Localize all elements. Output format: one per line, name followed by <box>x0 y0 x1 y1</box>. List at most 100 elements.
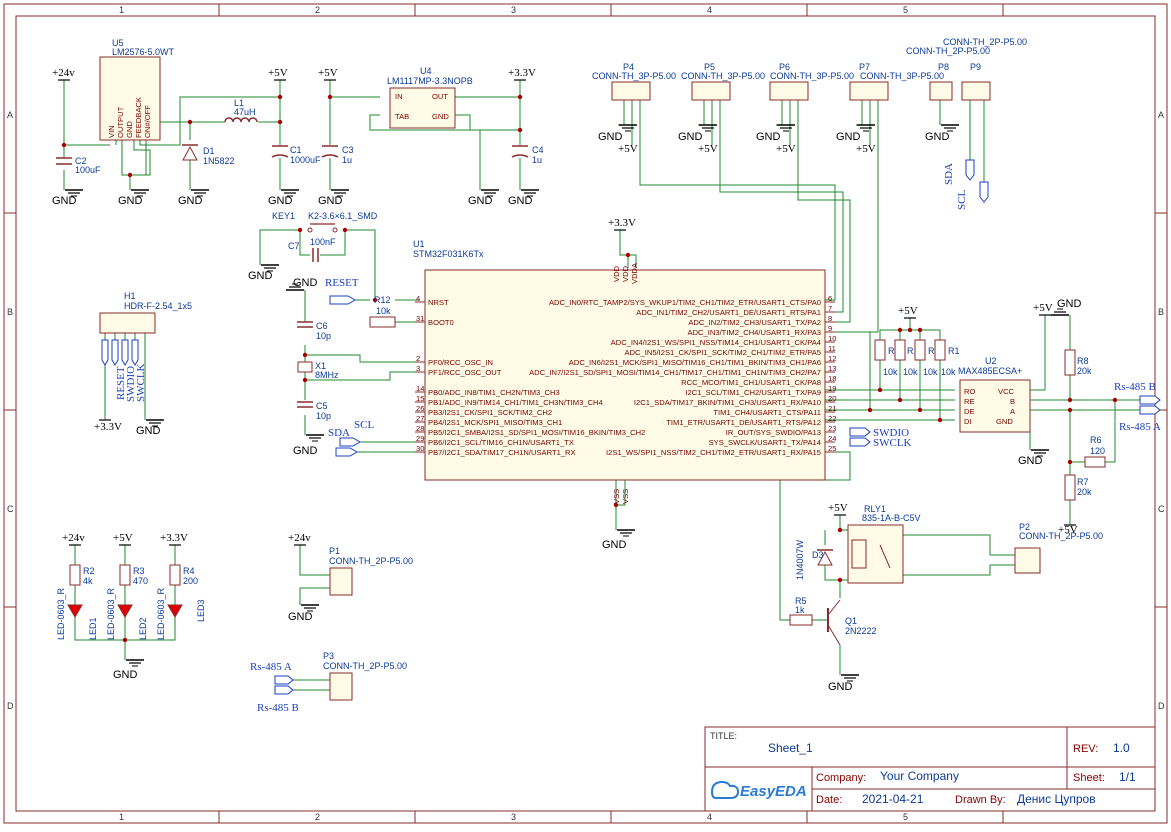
net-scl: SCL <box>354 419 374 431</box>
frame-col-3-bottom: 3 <box>511 812 516 822</box>
mcu-right-pin-label: ADC_IN4/I2S1_WS/SPI1_NSS/TIM14_CH1/USART… <box>611 338 821 347</box>
mcu-left-pin-number: 4 <box>416 294 420 303</box>
u1-mcu[interactable]: U1 STM32F031K6Tx NRST4BOOT031PF0/RCC_OSC… <box>413 239 836 504</box>
r9-resistor[interactable]: R9 10k <box>914 339 940 377</box>
d1-diode[interactable]: D1 1N5822 <box>182 144 235 166</box>
gnd-label: GND <box>468 195 493 207</box>
c7-capacitor[interactable]: C7 100nF <box>288 237 336 262</box>
u1-value: STM32F031K6Tx <box>413 249 484 259</box>
c5-capacitor[interactable]: C5 10p <box>297 401 331 421</box>
d3-diode[interactable]: D3 1N4007W <box>795 539 833 580</box>
c7-value: 100nF <box>310 237 336 247</box>
r4-resistor[interactable]: R4 200 <box>169 564 198 586</box>
r1-value: 10k <box>941 367 956 377</box>
p1-connector[interactable]: P1 CONN-TH_2P-P5.00 <box>329 546 413 596</box>
p2-connector[interactable]: P2 CONN-TH_2P-P5.00 <box>1014 522 1103 574</box>
u5-pin-vin: VIN <box>107 125 116 138</box>
l1-inductor[interactable]: L1 47uH <box>224 98 258 123</box>
power-5v-label: +5V <box>828 502 848 514</box>
mcu-right-pin-label: ADC_IN6/I2S1_MCK/SPI1_MISO/TIM16_CH1/TIM… <box>569 358 821 367</box>
p7-value: CONN-TH_3P-P5.00 <box>860 71 944 81</box>
rly1-relay[interactable]: RLY1 835-1A-B-C5V <box>847 504 921 584</box>
frame-col-5-bottom: 5 <box>903 812 908 822</box>
mcu-right-pin-label: I2C1_SDA/TIM17_BKIN/TIM1_CH3/USART1_RX/P… <box>634 398 821 407</box>
r4-ref: R4 <box>183 566 195 576</box>
r2-resistor[interactable]: R2 4k <box>69 564 95 586</box>
c6-capacitor[interactable]: C6 10p <box>297 321 331 341</box>
frame-col-4: 4 <box>707 5 712 15</box>
r12-resistor[interactable]: R12 10k <box>369 295 396 328</box>
c3-ref: C3 <box>342 145 354 155</box>
mcu-right-pin-label: IR_OUT/SYS_SWDIO/PA13 <box>726 428 821 437</box>
sheet-frame: 1 2 3 4 5 1 2 3 4 5 A B C D A B C D <box>3 3 1168 824</box>
led3[interactable]: LED3 LED-0603_R <box>156 587 206 640</box>
p6-value: CONN-TH_3P-P5.00 <box>770 71 854 81</box>
p6-connector[interactable]: P6 CONN-TH_3P-P5.00 <box>769 62 854 101</box>
key1-switch[interactable]: KEY1 K2-3.6×6.1_SMD <box>272 211 378 233</box>
p9-connector[interactable]: P9 <box>961 62 991 101</box>
u4-pin-tab: TAB <box>395 112 409 121</box>
power-5v-label: +5V <box>776 143 796 155</box>
date-label: Date: <box>816 794 842 806</box>
rly1-value: 835-1A-B-C5V <box>862 513 921 523</box>
led1[interactable]: LED1 LED-0603_R <box>56 587 98 640</box>
easyeda-logo: EasyEDA <box>710 780 807 800</box>
x1-crystal[interactable]: X1 8MHz <box>297 361 339 380</box>
mcu-right-pin-number: 24 <box>828 434 836 443</box>
c1-capacitor[interactable]: C1 1000uF <box>271 145 321 165</box>
r1-resistor[interactable]: R1 10k <box>934 339 960 377</box>
p8-connector[interactable]: P8 CONN-TH_2P-P5.00 CONN-TH_2P-P5.00 <box>906 37 1027 101</box>
gnd-label: GND <box>925 131 950 143</box>
p6-ref: P6 <box>779 62 790 72</box>
c3-capacitor[interactable]: C3 1u <box>321 145 354 165</box>
net-scl: SCL <box>956 190 968 210</box>
r5-resistor[interactable]: R5 1k <box>789 596 813 626</box>
r7-resistor[interactable]: R7 20k <box>1064 474 1092 501</box>
net-rs485-b: Rs-485 B <box>1114 381 1156 393</box>
power-5v-label: +5V <box>1033 302 1053 314</box>
p5-connector[interactable]: P5 CONN-TH_3P-P5.00 <box>681 62 765 101</box>
led2[interactable]: LED2 LED-0603_R <box>106 587 148 640</box>
mcu-left-pin-label: NRST <box>428 298 449 307</box>
gnd-label: GND <box>508 195 533 207</box>
gnd-label: GND <box>602 539 627 551</box>
r8-resistor[interactable]: R8 20k <box>1064 349 1092 376</box>
h1-header[interactable]: H1 HDR-F-2.54_1x5 <box>99 291 192 334</box>
p7-connector[interactable]: P7 CONN-TH_3P-P5.00 <box>849 62 944 101</box>
power-5v-label: +5V <box>618 143 638 155</box>
mcu-left-pin-label: PB7/I2C1_SDA/TIM17_CH1N/USART1_RX <box>428 448 576 457</box>
q1-value: 2N2222 <box>845 626 877 636</box>
d1-ref: D1 <box>203 146 215 156</box>
led2-value: LED-0603_R <box>156 587 166 640</box>
u5-regulator[interactable]: U5 LM2576-5.0WT VIN OUTPUT GND FEEDBACK … <box>99 38 175 141</box>
d3-value: 1N4007W <box>795 539 805 580</box>
mcu-right-pin-number: 20 <box>828 394 836 403</box>
c4-capacitor[interactable]: C4 1u <box>511 145 544 165</box>
frame-row-d-right: D <box>1158 701 1165 711</box>
mcu-right-pin-number: 8 <box>828 314 832 323</box>
r3-ref: R3 <box>133 566 145 576</box>
r3-value: 470 <box>133 576 148 586</box>
mcu-pin-vss: VSS <box>621 489 630 504</box>
l1-value: 47uH <box>234 107 256 117</box>
frame-row-b-right: B <box>1158 307 1164 317</box>
c1-value: 1000uF <box>290 155 321 165</box>
sheet-title: Sheet_1 <box>768 741 813 755</box>
u4-ldo[interactable]: U4 LM1117MP-3.3NOPB IN OUT TAB GND <box>387 66 473 129</box>
u2-max485[interactable]: U2 MAX485ECSA+ RO RE DE DI VCC B A GND <box>958 356 1031 433</box>
r6-resistor[interactable]: R6 120 <box>1084 435 1106 468</box>
p3-connector[interactable]: P3 CONN-TH_2P-P5.00 <box>323 651 407 701</box>
rev-value: 1.0 <box>1113 741 1130 755</box>
q1-transistor[interactable]: Q1 2N2222 <box>827 599 877 646</box>
p5-ref: P5 <box>704 62 715 72</box>
r3-resistor[interactable]: R3 470 <box>119 564 148 586</box>
u2-pin-b: B <box>1010 397 1015 406</box>
p4-connector[interactable]: P4 CONN-TH_3P-P5.00 <box>592 62 676 101</box>
mcu-left-pin-number: 28 <box>416 424 424 433</box>
u5-pin-feedback: FEEDBACK <box>134 97 143 138</box>
mcu-left-pin-label: PB5/I2C1_SMBA/I2S1_SD/SPI1_MOSI/TIM16_BK… <box>428 428 645 437</box>
c2-capacitor[interactable]: C2 100uF <box>56 156 101 175</box>
rly1-ref: RLY1 <box>864 504 886 514</box>
frame-col-1-bottom: 1 <box>119 812 124 822</box>
r8-value: 20k <box>1077 366 1092 376</box>
